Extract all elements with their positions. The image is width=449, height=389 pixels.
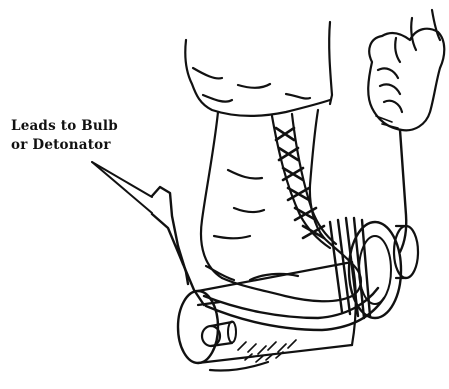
lead-wires (152, 187, 204, 305)
hand (368, 10, 444, 252)
trouser-leg (185, 22, 332, 116)
leader-arrows (92, 162, 152, 213)
